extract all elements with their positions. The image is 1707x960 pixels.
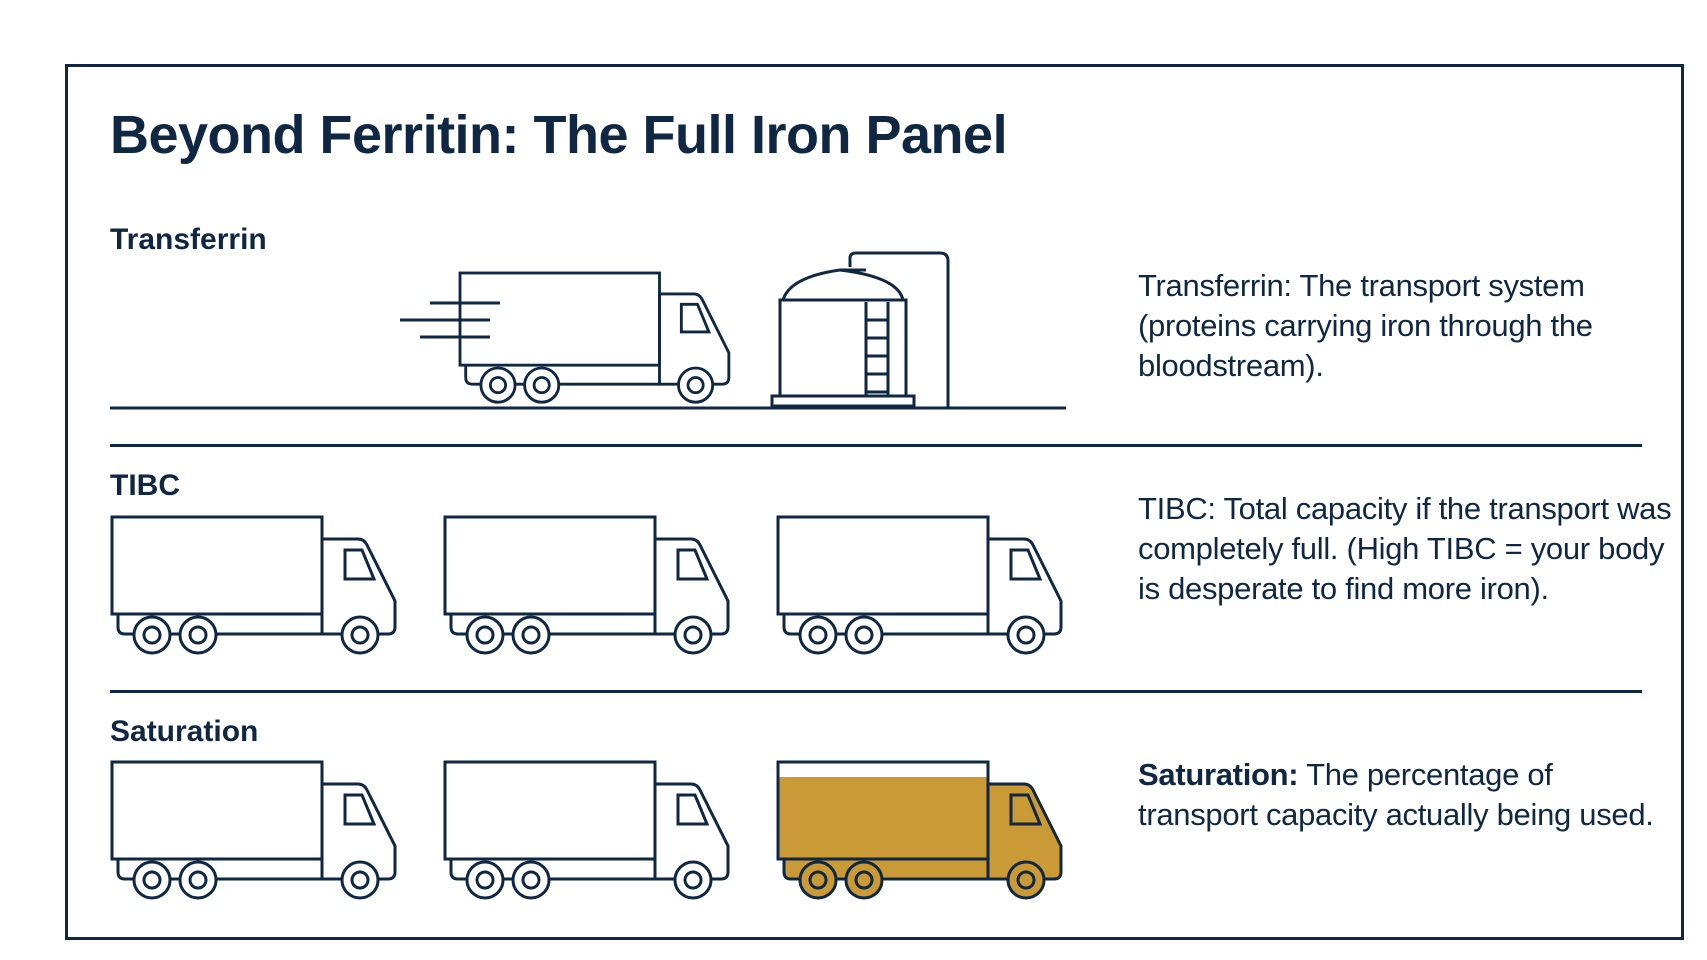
section-divider <box>110 690 1642 693</box>
description-transferrin: Transferrin: The transport system (prote… <box>1138 268 1593 383</box>
page-title: Beyond Ferritin: The Full Iron Panel <box>110 105 1008 165</box>
section-label-transferrin: Transferrin <box>110 223 267 256</box>
truck-icon <box>776 515 1063 655</box>
description-saturation: Saturation: The percentage of transport … <box>1138 757 1654 832</box>
section-label-tibc: TIBC <box>110 469 180 502</box>
truck-icon-filled <box>776 760 1063 900</box>
truck-icon <box>110 515 397 655</box>
storage-tank-icon <box>770 251 950 408</box>
description-tibc: TIBC: Total capacity if the transport wa… <box>1138 491 1672 606</box>
section-divider <box>110 444 1642 447</box>
panel-frame <box>65 64 1684 940</box>
truck-icon <box>443 515 730 655</box>
truck-icon <box>443 760 730 900</box>
truck-icon <box>458 271 731 404</box>
section-label-saturation: Saturation <box>110 715 259 748</box>
speed-lines-icon <box>400 301 500 339</box>
truck-icon <box>110 760 397 900</box>
